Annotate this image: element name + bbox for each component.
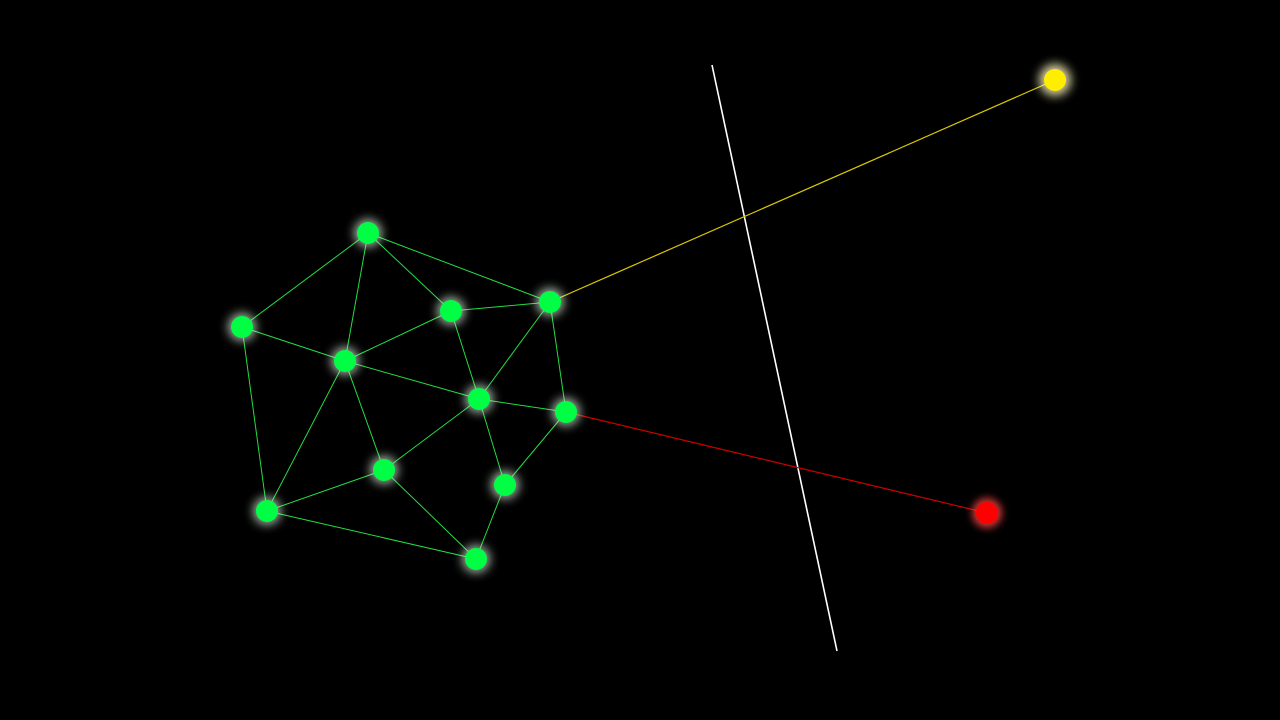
graph-edge	[504, 411, 567, 486]
graph-edge	[344, 232, 369, 362]
graph-node[interactable]	[228, 313, 256, 341]
red-node-dot	[976, 502, 998, 524]
graph-edge	[549, 301, 567, 413]
graph-edge	[241, 326, 346, 362]
divider-line	[711, 64, 838, 652]
node-dot	[256, 500, 278, 522]
graph-edge	[450, 301, 551, 312]
graph-node[interactable]	[354, 219, 382, 247]
graph-edge	[478, 398, 506, 486]
node-dot	[440, 300, 462, 322]
graph-node[interactable]	[437, 297, 465, 325]
graph-edge	[367, 232, 452, 312]
graph-edge	[478, 398, 567, 413]
node-dot	[555, 401, 577, 423]
graph-node[interactable]	[253, 497, 281, 525]
graph-node[interactable]	[331, 347, 359, 375]
node-dot	[468, 388, 490, 410]
node-dot	[494, 474, 516, 496]
graph-node[interactable]	[552, 398, 580, 426]
graph-edge	[344, 360, 480, 400]
yellow-node[interactable]	[1039, 64, 1071, 96]
graph-edge	[478, 301, 551, 400]
graph-node[interactable]	[465, 385, 493, 413]
graph-edge	[241, 232, 369, 328]
graph-edge	[266, 469, 385, 512]
node-layer	[228, 219, 580, 573]
graph-edge	[367, 232, 551, 303]
yellow-node-dot	[1044, 69, 1066, 91]
graph-edge	[450, 310, 480, 400]
node-dot	[539, 291, 561, 313]
red-node[interactable]	[972, 498, 1002, 528]
external-node-layer	[972, 64, 1071, 528]
graph-node[interactable]	[491, 471, 519, 499]
node-dot	[231, 316, 253, 338]
node-dot	[465, 548, 487, 570]
node-dot	[334, 350, 356, 372]
divider-layer	[711, 64, 838, 652]
graph-node[interactable]	[462, 545, 490, 573]
graph-edge	[383, 398, 480, 471]
link-layer	[549, 79, 1056, 514]
graph-node[interactable]	[536, 288, 564, 316]
node-dot	[373, 459, 395, 481]
yellow-link-line	[549, 79, 1056, 303]
graph-edge	[266, 510, 477, 560]
node-dot	[357, 222, 379, 244]
graph-edge	[383, 469, 477, 560]
graph-node[interactable]	[370, 456, 398, 484]
graph-edge	[241, 326, 268, 512]
red-link-line	[565, 411, 988, 514]
graph-edge	[344, 310, 452, 362]
graph-edge	[344, 360, 385, 471]
edge-layer	[241, 232, 567, 560]
graph-edge	[266, 360, 346, 512]
